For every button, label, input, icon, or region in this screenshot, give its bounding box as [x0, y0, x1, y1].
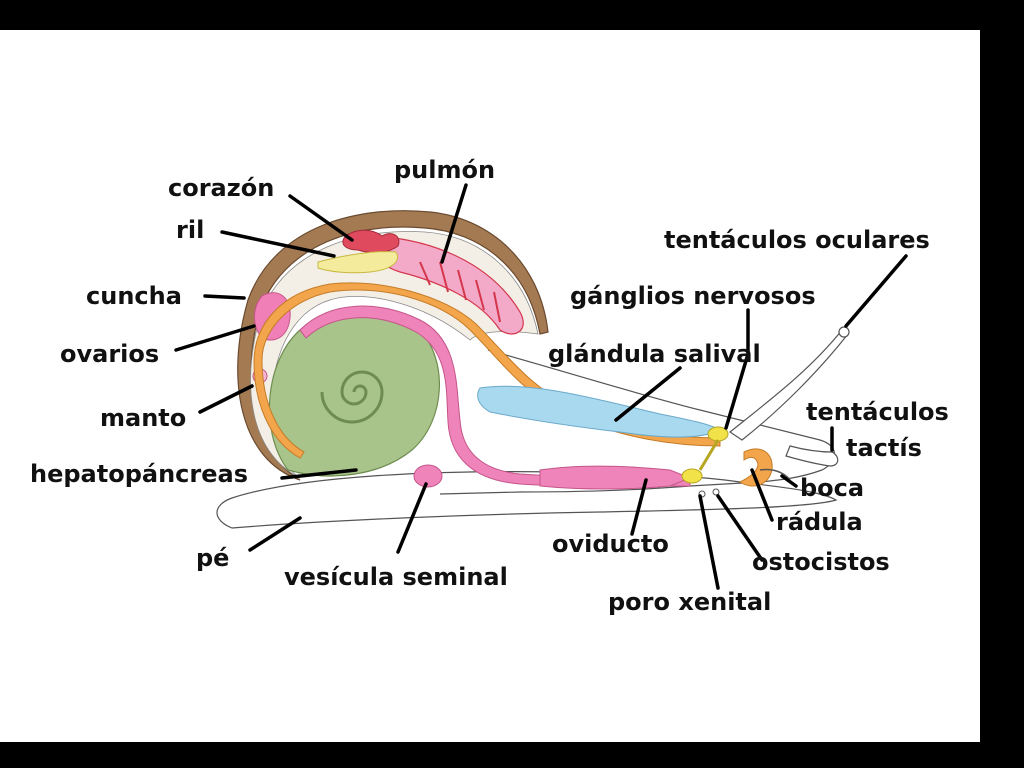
- radula: [739, 448, 773, 487]
- leader-oviducto: [630, 478, 648, 536]
- leader-glandula: [614, 366, 682, 422]
- label-tentaculos: tentáculos: [806, 398, 949, 426]
- label-manto: manto: [100, 404, 187, 432]
- label-radula: rádula: [776, 508, 863, 536]
- label-tentaculos-oculares: tentáculos oculares: [664, 226, 930, 254]
- heart: [342, 229, 400, 254]
- leader-vesicula: [396, 482, 428, 554]
- label-hepatopancreas: hepatopáncreas: [30, 460, 248, 488]
- label-oviducto: oviducto: [552, 530, 669, 558]
- label-cuncha: cuncha: [86, 282, 182, 310]
- leader-boca: [780, 474, 798, 488]
- label-pe: pé: [196, 544, 230, 572]
- label-boca: boca: [800, 474, 865, 502]
- label-ganglios-nervosos: gánglios nervosos: [570, 282, 816, 310]
- leader-corazon: [288, 194, 354, 242]
- leader-hepatopancreas: [280, 468, 358, 480]
- leader-ganglios2: [724, 352, 750, 430]
- label-glandula-salival: glándula salival: [548, 340, 761, 368]
- leader-pe: [248, 516, 302, 552]
- reproductive-tract: [299, 305, 691, 487]
- spiral: [320, 370, 384, 424]
- label-corazon: corazón: [168, 174, 275, 202]
- oviduct-shape: [539, 465, 692, 490]
- eye-spot: [838, 326, 850, 338]
- nerve-cord: [698, 439, 720, 471]
- leader-radula: [750, 468, 774, 522]
- label-ovarios: ovarios: [60, 340, 160, 368]
- mouth: [759, 468, 791, 481]
- leader-tentaculos-oculares: [844, 254, 908, 328]
- leader-ovarios: [174, 324, 256, 352]
- statocyst: [712, 488, 720, 496]
- seminal-vesicle: [413, 464, 443, 488]
- label-poro-xenital: poro xenital: [608, 588, 772, 616]
- leader-ril: [220, 230, 336, 258]
- label-pulmon: pulmón: [394, 156, 496, 184]
- leader-lines: [174, 183, 908, 590]
- leader-manto: [198, 384, 254, 414]
- label-ostocistos: ostocistos: [752, 548, 890, 576]
- label-ril: ril: [176, 216, 205, 244]
- kidney: [317, 251, 398, 274]
- salivary-gland: [477, 385, 722, 438]
- leader-ostocistos: [716, 494, 764, 562]
- label-tactis: tactís: [846, 434, 922, 462]
- leader-poro: [698, 494, 720, 590]
- ganglion-lower: [681, 468, 703, 484]
- lung-vessels: [419, 261, 501, 323]
- label-vesicula-seminal: vesícula seminal: [284, 563, 508, 591]
- leader-pulmon: [440, 183, 468, 264]
- slide-background: [0, 30, 980, 742]
- tactile-tentacle: [785, 445, 839, 467]
- leader-cuncha: [203, 294, 246, 300]
